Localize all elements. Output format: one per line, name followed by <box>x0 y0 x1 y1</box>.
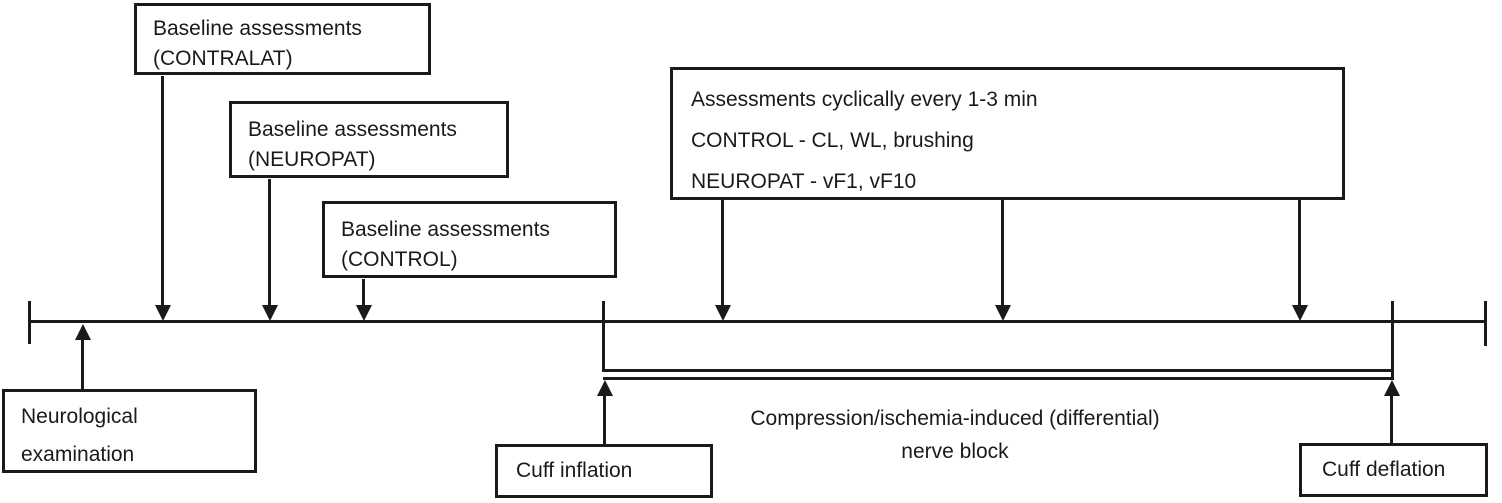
arrow-cuff-deflation-stem <box>1390 394 1393 443</box>
baseline-control-line2: (CONTROL) <box>341 248 458 271</box>
arrow-cuff-inflation-head-icon <box>597 380 613 396</box>
baseline-control-line1: Baseline assessments <box>341 218 550 241</box>
timeline-tick-cuff-deflation <box>1391 301 1394 380</box>
nerve-block-caption: Compression/ischemia-induced (differenti… <box>655 402 1255 468</box>
timeline-tick-cuff-inflation <box>602 301 605 372</box>
cyclic-assessments-line1: Assessments cyclically every 1-3 min <box>691 88 1038 111</box>
baseline-contralat-box: Baseline assessments (CONTRALAT) <box>134 3 431 75</box>
arrow-assess3-head-icon <box>1292 305 1308 321</box>
arrow-assess2-stem <box>1001 200 1004 307</box>
cuff-inflation-label: Cuff inflation <box>516 459 633 482</box>
baseline-neuropat-line2: (NEUROPAT) <box>248 148 376 171</box>
neurological-examination-box: Neurological examination <box>2 389 257 473</box>
baseline-neuropat-box: Baseline assessments (NEUROPAT) <box>229 101 509 178</box>
arrow-neuro-head-icon <box>75 324 91 340</box>
arrow-contralat-stem <box>161 76 164 307</box>
arrow-cuff-deflation-head-icon <box>1384 380 1400 396</box>
arrow-control-head-icon <box>356 305 372 321</box>
timeline-tick-end <box>1484 301 1487 346</box>
arrow-assess3-stem <box>1298 200 1301 307</box>
neurological-examination-line2: examination <box>21 443 135 466</box>
arrow-neuropat-head-icon <box>262 305 278 321</box>
arrow-control-stem <box>362 279 365 307</box>
baseline-contralat-line2: (CONTRALAT) <box>153 47 293 70</box>
cyclic-assessments-box: Assessments cyclically every 1-3 min CON… <box>670 67 1345 200</box>
nerve-block-caption-line1: Compression/ischemia-induced (differenti… <box>750 407 1160 430</box>
cyclic-assessments-line3: NEUROPAT - vF1, vF10 <box>691 170 917 193</box>
nerve-block-caption-line2: nerve block <box>901 440 1009 463</box>
arrow-assess2-head-icon <box>995 305 1011 321</box>
arrow-assess1-head-icon <box>715 305 731 321</box>
cyclic-assessments-line2: CONTROL - CL, WL, brushing <box>691 129 974 152</box>
cuff-deflation-box: Cuff deflation <box>1299 443 1488 497</box>
arrow-cuff-inflation-stem <box>603 394 606 444</box>
timeline-tick-start <box>28 301 31 344</box>
arrow-assess1-stem <box>721 200 724 307</box>
cuff-deflation-label: Cuff deflation <box>1322 458 1446 481</box>
baseline-neuropat-line1: Baseline assessments <box>248 118 457 141</box>
arrow-contralat-head-icon <box>155 305 171 321</box>
baseline-contralat-line1: Baseline assessments <box>153 17 362 40</box>
baseline-control-box: Baseline assessments (CONTROL) <box>322 201 617 278</box>
neurological-examination-line1: Neurological <box>21 405 138 428</box>
cuff-inflation-box: Cuff inflation <box>495 444 713 498</box>
arrow-neuro-stem <box>81 338 84 390</box>
nerve-block-double-bar <box>603 369 1392 380</box>
timeline-axis <box>29 320 1487 323</box>
arrow-neuropat-stem <box>268 179 271 307</box>
